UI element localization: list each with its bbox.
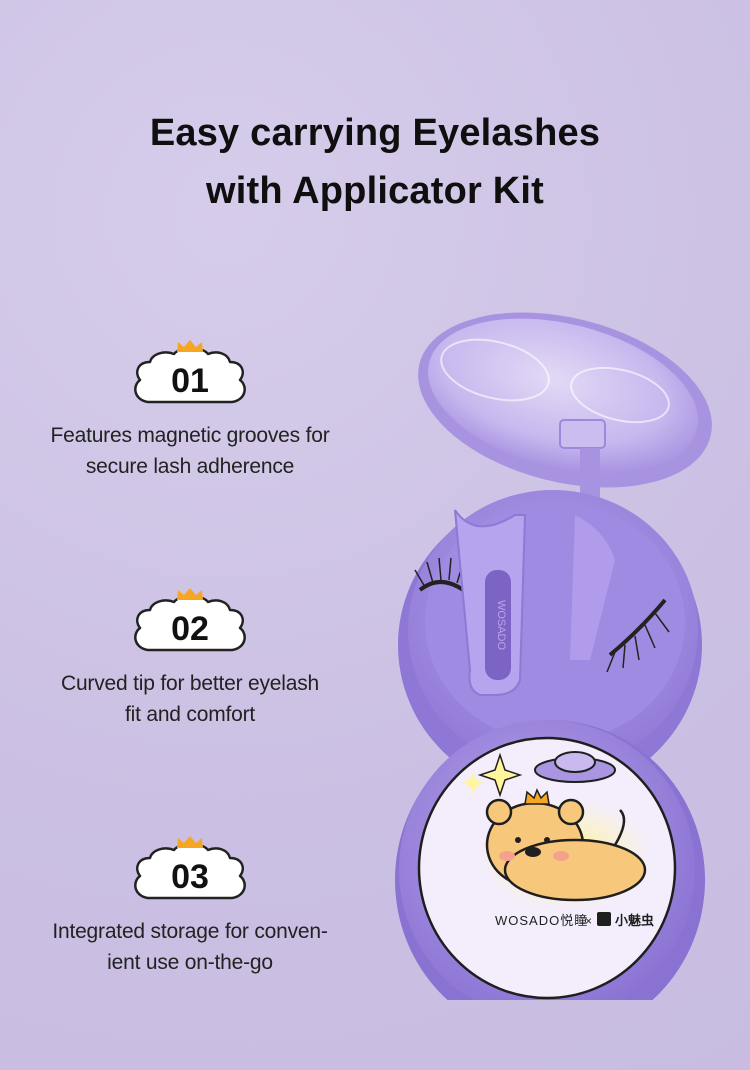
case-base: WOSADO [398,490,702,795]
cloud-badge-icon [134,340,246,404]
feature-desc-line-1: Curved tip for better eyelash [60,672,319,695]
feature-desc-line-2: secure lash adherence [85,455,295,478]
applicator-brand: WOSADO [495,600,507,651]
cloud-badge-icon [134,588,246,652]
feature-03: 03 Integrated storage for conven- ient u… [20,832,360,978]
title-line-2: with Applicator Kit [205,170,545,212]
feature-number: 03 [171,858,209,896]
brand-logo: WOSADO悦瞳 [495,913,588,928]
collab-logo-icon [597,912,611,926]
feature-description: Integrated storage for conven- ient use … [20,916,360,978]
number-badge: 02 [128,584,252,654]
logo-separator: × [585,914,592,928]
number-badge: 01 [128,336,252,406]
number-badge: 03 [128,832,252,902]
feature-description: Features magnetic grooves for secure las… [20,420,360,482]
feature-number: 01 [171,362,209,400]
feature-desc-line-2: fit and comfort [124,703,256,726]
eyelash-case-illustration: WOSADO WOS [395,312,712,1040]
feature-01: 01 Features magnetic grooves for secure … [20,336,360,482]
feature-desc-line-2: ient use on-the-go [107,951,273,974]
feature-desc-line-1: Integrated storage for conven- [52,920,328,943]
crown-icon [177,340,203,352]
feature-02: 02 Curved tip for better eyelash fit and… [20,584,360,730]
feature-number: 02 [171,610,209,648]
feature-desc-line-1: Features magnetic grooves for [50,424,330,447]
cloud-badge-icon [134,836,246,900]
crown-icon [177,588,203,600]
title-line-1: Easy carrying Eyelashes [149,112,601,154]
page-title: Easy carrying Eyelashes with Applicator … [0,104,750,220]
collab-logo: 小魅虫 [615,913,654,928]
product-image: WOSADO WOS [375,300,725,1040]
case-bottom: WOSADO悦瞳 × 小魅虫 [395,720,705,1040]
feature-description: Curved tip for better eyelash fit and co… [20,668,360,730]
crown-icon [177,836,203,848]
case-lid [418,312,712,498]
